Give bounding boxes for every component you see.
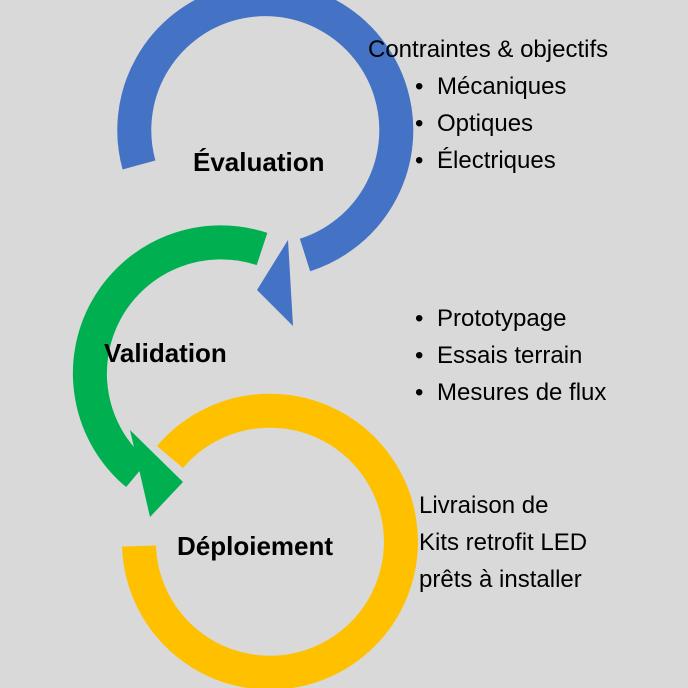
deploiement-line: prêts à installer bbox=[419, 566, 582, 593]
evaluation-arrowhead bbox=[257, 240, 293, 326]
validation-arc bbox=[72, 225, 268, 488]
deploiement-arc bbox=[122, 393, 418, 688]
validation-list: Prototypage Essais terrain Mesures de fl… bbox=[415, 300, 606, 411]
deploiement-label: Déploiement bbox=[177, 531, 334, 561]
validation-arrowhead bbox=[130, 430, 183, 517]
deploiement-notes: Livraison de Kits retrofit LED prêts à i… bbox=[419, 487, 587, 598]
validation-label: Validation bbox=[104, 338, 227, 368]
evaluation-arc bbox=[117, 0, 414, 272]
list-item: Électriques bbox=[415, 142, 608, 179]
list-item: Optiques bbox=[415, 105, 608, 142]
evaluation-list: Mécaniques Optiques Électriques bbox=[415, 68, 608, 179]
deploiement-line: Livraison de bbox=[419, 492, 549, 519]
list-item: Mesures de flux bbox=[415, 374, 606, 411]
list-item: Mécaniques bbox=[415, 68, 608, 105]
evaluation-label: Évaluation bbox=[193, 147, 325, 177]
list-item: Prototypage bbox=[415, 300, 606, 337]
list-item: Essais terrain bbox=[415, 337, 606, 374]
validation-notes: Prototypage Essais terrain Mesures de fl… bbox=[415, 300, 606, 411]
evaluation-notes-heading: Contraintes & objectifs bbox=[368, 36, 609, 63]
evaluation-notes: Contraintes & objectifs Mécaniques Optiq… bbox=[368, 31, 608, 179]
deploiement-line: Kits retrofit LED bbox=[419, 529, 588, 556]
